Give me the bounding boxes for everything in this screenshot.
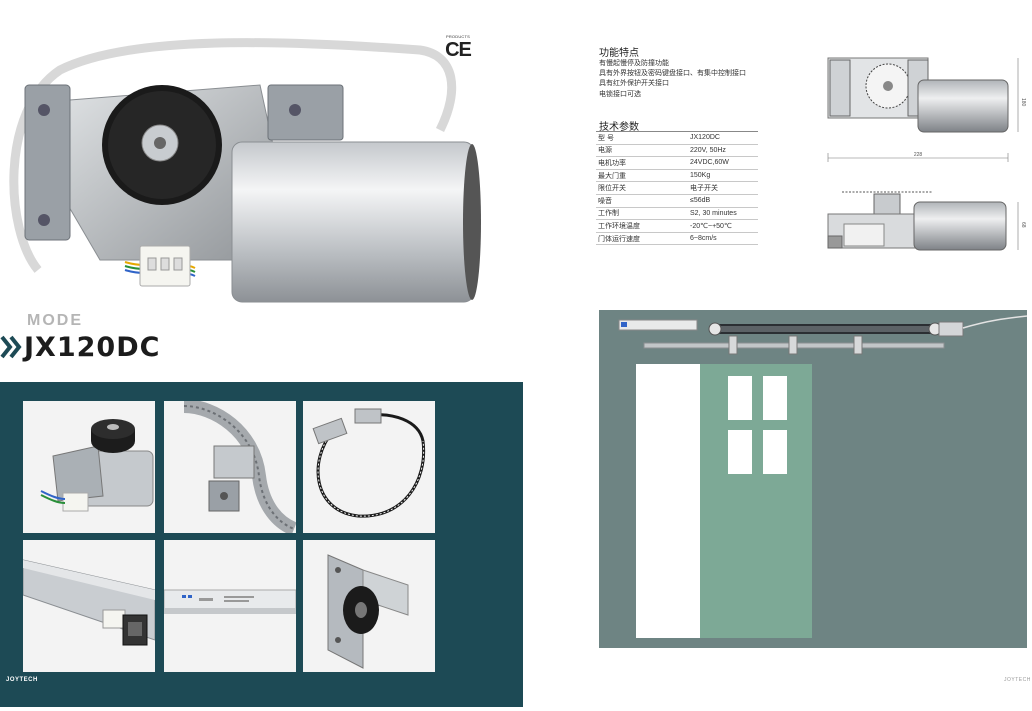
specs-title: 技术参数 <box>599 122 639 133</box>
double-chevron-icon <box>0 335 22 359</box>
motor-side-drawing: 68 <box>827 191 1026 251</box>
model-name: JX120DC <box>24 331 161 363</box>
drawing-height-label: 180 <box>1020 98 1026 107</box>
spec-label: 电机功率 <box>596 156 688 170</box>
ce-certification-mark: PRODUCTS CE <box>443 34 473 61</box>
spec-label: 最大门重 <box>596 169 688 183</box>
idler-pulley-bracket-photo <box>303 540 435 672</box>
spec-value: 150Kg <box>688 169 758 183</box>
toothed-belt-photo <box>303 401 435 533</box>
feature-item: 有慢起慢停及防撞功能 <box>599 60 669 67</box>
spec-label: 限位开关 <box>596 181 688 195</box>
spec-label: 工作制 <box>596 207 688 221</box>
ce-products-label: PRODUCTS <box>445 34 471 39</box>
mode-label: MODE <box>27 312 83 329</box>
spec-label: 工作环境温度 <box>596 219 688 233</box>
spec-value: JX120DC <box>688 131 758 145</box>
controller-unit-photo <box>164 540 296 672</box>
feature-item: 电锁接口可选 <box>599 90 641 98</box>
spec-value: S2, 30 minutes <box>688 207 758 221</box>
motor-front-drawing: 228 180 <box>827 57 1026 162</box>
ce-mark: CE <box>445 39 472 61</box>
feature-item: 具有外界按钮及密码键盘接口、有集中控制接口 <box>599 70 746 78</box>
spec-value: 6~8cm/s <box>688 232 758 246</box>
features-title: 功能特点 <box>599 48 639 59</box>
spec-label: 电源 <box>596 144 688 158</box>
model-title: JX120DC <box>0 331 161 363</box>
spec-value: ≤56dB <box>688 194 758 208</box>
table-row: 工作环境温度-20℃~+50℃ <box>596 219 758 233</box>
spec-label: 噪音 <box>596 194 688 208</box>
spec-value: 24VDC,60W <box>688 156 758 170</box>
brand-logo-right: JOYTECH <box>1004 677 1031 683</box>
features-list: 有慢起慢停及防撞功能 具有外界按钮及密码键盘接口、有集中控制接口 具有红外保护开… <box>599 59 746 100</box>
feature-item: 具有红外保护开关接口 <box>599 80 669 88</box>
table-row: 噪音≤56dB <box>596 194 758 208</box>
motor-pulley-photo <box>23 401 155 533</box>
motor-product-photo <box>9 38 481 303</box>
spec-label: 门体运行速度 <box>596 232 688 246</box>
spec-value: -20℃~+50℃ <box>688 219 758 233</box>
spec-label: 型 号 <box>596 131 688 145</box>
table-row: 限位开关电子开关 <box>596 181 758 195</box>
drawing-side-height-label: 68 <box>1020 222 1026 228</box>
spec-value: 220V, 50Hz <box>688 144 758 158</box>
brand-logo-left: JOYTECH <box>6 677 38 683</box>
belt-clamp-photo <box>164 401 296 533</box>
spec-value: 电子开关 <box>688 181 758 195</box>
control-box-photo <box>23 540 155 672</box>
sliding-door-installation-diagram <box>599 310 1027 648</box>
drawing-width-label: 228 <box>914 152 923 158</box>
